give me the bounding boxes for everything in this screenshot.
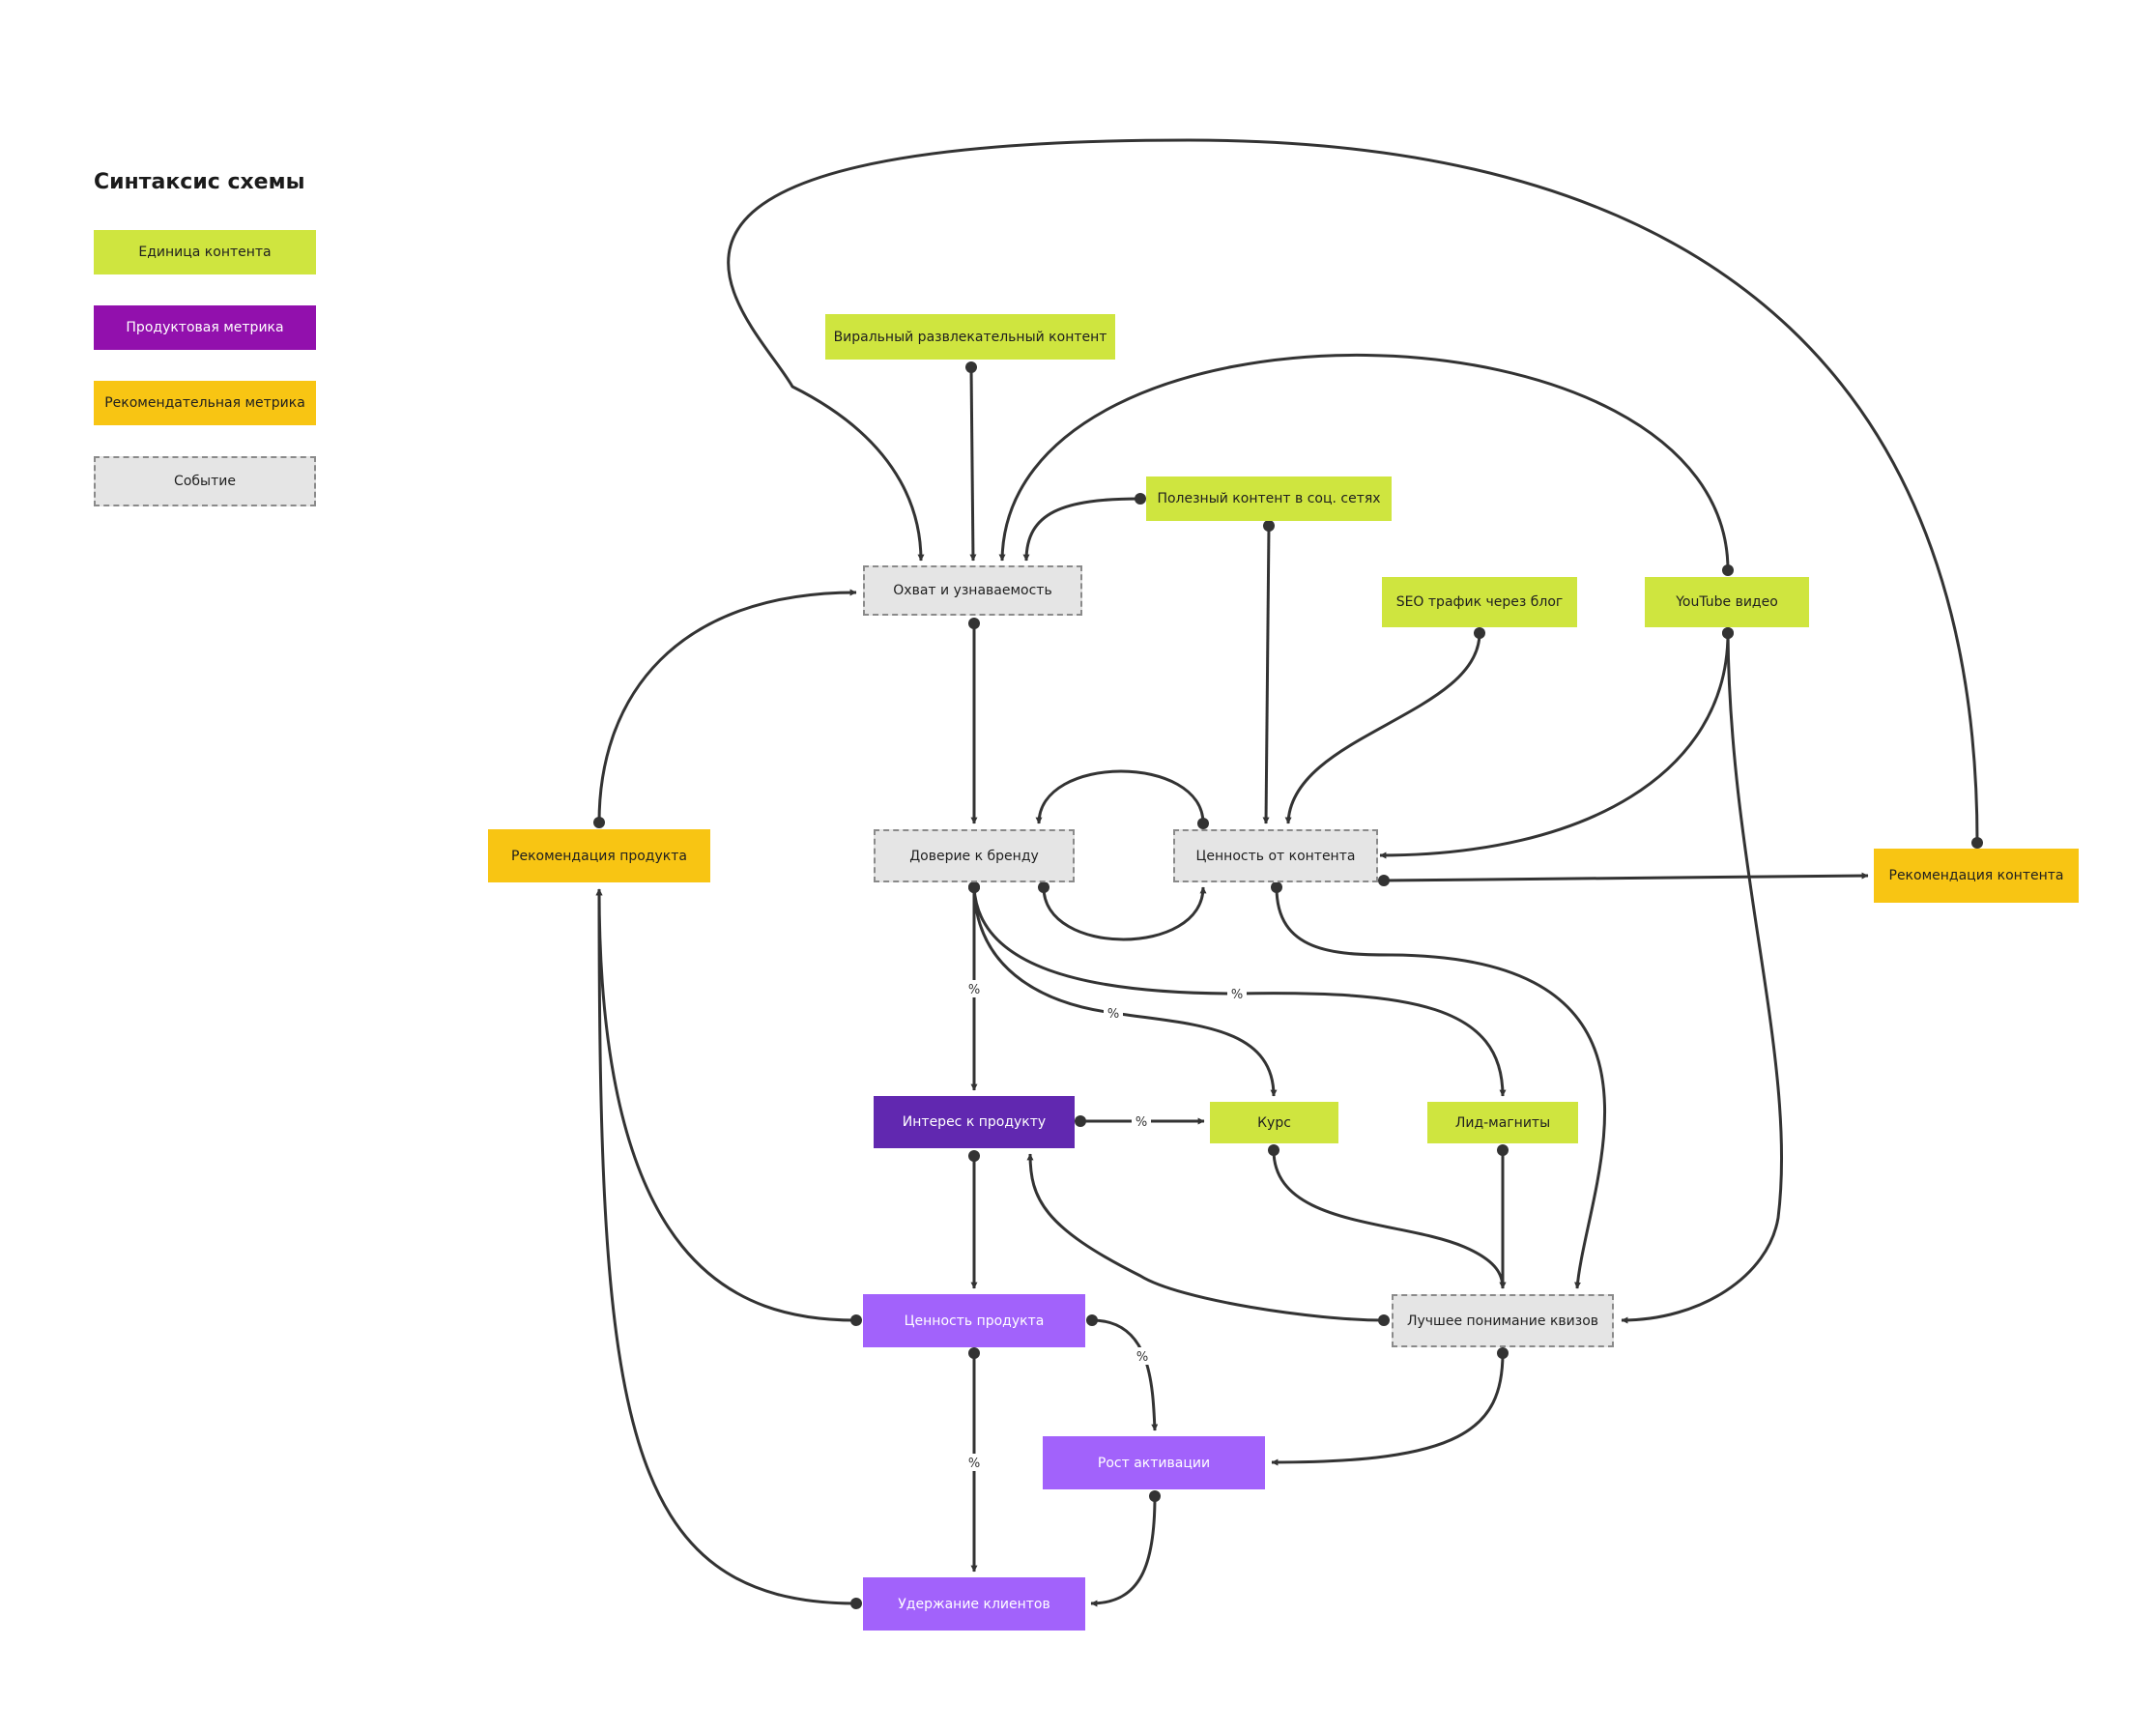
edge-label-bg <box>1227 985 1247 1002</box>
node-trust[interactable]: Доверие к бренду <box>874 829 1075 882</box>
edge-label-bg <box>964 1454 984 1471</box>
edge-label-percent: % <box>968 1457 980 1471</box>
edge-social-to-reach[interactable] <box>1022 493 1146 562</box>
node-rec-content[interactable]: Рекомендация контента <box>1874 849 2079 903</box>
edge-retention-to-rec_product[interactable] <box>595 888 862 1609</box>
edge-trust-to-content_value[interactable] <box>1038 881 1207 941</box>
edge-social-to-content_value[interactable] <box>1262 520 1275 824</box>
edge-quiz-to-interest[interactable] <box>1026 1153 1390 1326</box>
edge-activation-to-retention[interactable] <box>1090 1490 1161 1607</box>
node-retention[interactable]: Удержание клиентов <box>863 1577 1085 1631</box>
node-product-value[interactable]: Ценность продукта <box>863 1294 1085 1347</box>
edge-seo-to-content_value[interactable] <box>1284 627 1485 824</box>
edge-product_value-to-rec_product[interactable] <box>595 888 862 1326</box>
node-activation[interactable]: Рост активации <box>1043 1436 1265 1489</box>
node-quiz[interactable]: Лучшее понимание квизов <box>1392 1294 1614 1347</box>
node-interest[interactable]: Интерес к продукту <box>874 1096 1075 1148</box>
edge-content_value-to-trust[interactable] <box>1035 769 1209 829</box>
edge-label-percent: % <box>1231 988 1243 1002</box>
edge-product_value-to-activation[interactable] <box>1086 1314 1159 1431</box>
node-reach[interactable]: Охват и узнаваемость <box>863 565 1082 616</box>
edge-label-percent: % <box>1136 1350 1148 1365</box>
edge-content_value-to-rec_content[interactable] <box>1378 872 1869 886</box>
node-content-value[interactable]: Ценность от контента <box>1173 829 1378 882</box>
edge-youtube-to-quiz[interactable] <box>1621 627 1784 1324</box>
legend-title: Синтаксис схемы <box>94 170 305 194</box>
edge-rec_product-to-reach[interactable] <box>593 589 857 828</box>
node-seo[interactable]: SEO трафик через блог <box>1382 577 1577 627</box>
node-rec-product[interactable]: Рекомендация продукта <box>488 829 710 882</box>
edge-course-to-quiz[interactable] <box>1268 1144 1507 1289</box>
edge-label-bg <box>1133 1347 1152 1365</box>
edge-label-percent: % <box>1107 1007 1119 1022</box>
legend-item-content: Единица контента <box>94 230 316 274</box>
edge-quiz-to-activation[interactable] <box>1271 1347 1509 1466</box>
edge-label-percent: % <box>1135 1115 1147 1130</box>
node-youtube[interactable]: YouTube видео <box>1645 577 1809 627</box>
legend-item-product-metric: Продуктовая метрика <box>94 305 316 350</box>
edge-label-percent: % <box>968 983 980 997</box>
legend-item-recommendation-metric: Рекомендательная метрика <box>94 381 316 425</box>
edge-rec_content-to-reach[interactable] <box>727 138 1983 849</box>
edge-content_value-to-quiz[interactable] <box>1271 881 1607 1289</box>
edge-viral-to-reach[interactable] <box>965 361 977 562</box>
edge-label-bg <box>1132 1112 1151 1130</box>
node-lead[interactable]: Лид-магниты <box>1427 1102 1578 1143</box>
node-social[interactable]: Полезный контент в соц. сетях <box>1146 476 1392 521</box>
edge-youtube-to-content_value[interactable] <box>1379 627 1734 859</box>
edge-youtube-to-reach[interactable] <box>998 353 1734 576</box>
node-viral[interactable]: Виральный развлекательный контент <box>825 314 1115 360</box>
legend-item-event: Событие <box>94 456 316 506</box>
node-course[interactable]: Курс <box>1210 1102 1338 1143</box>
